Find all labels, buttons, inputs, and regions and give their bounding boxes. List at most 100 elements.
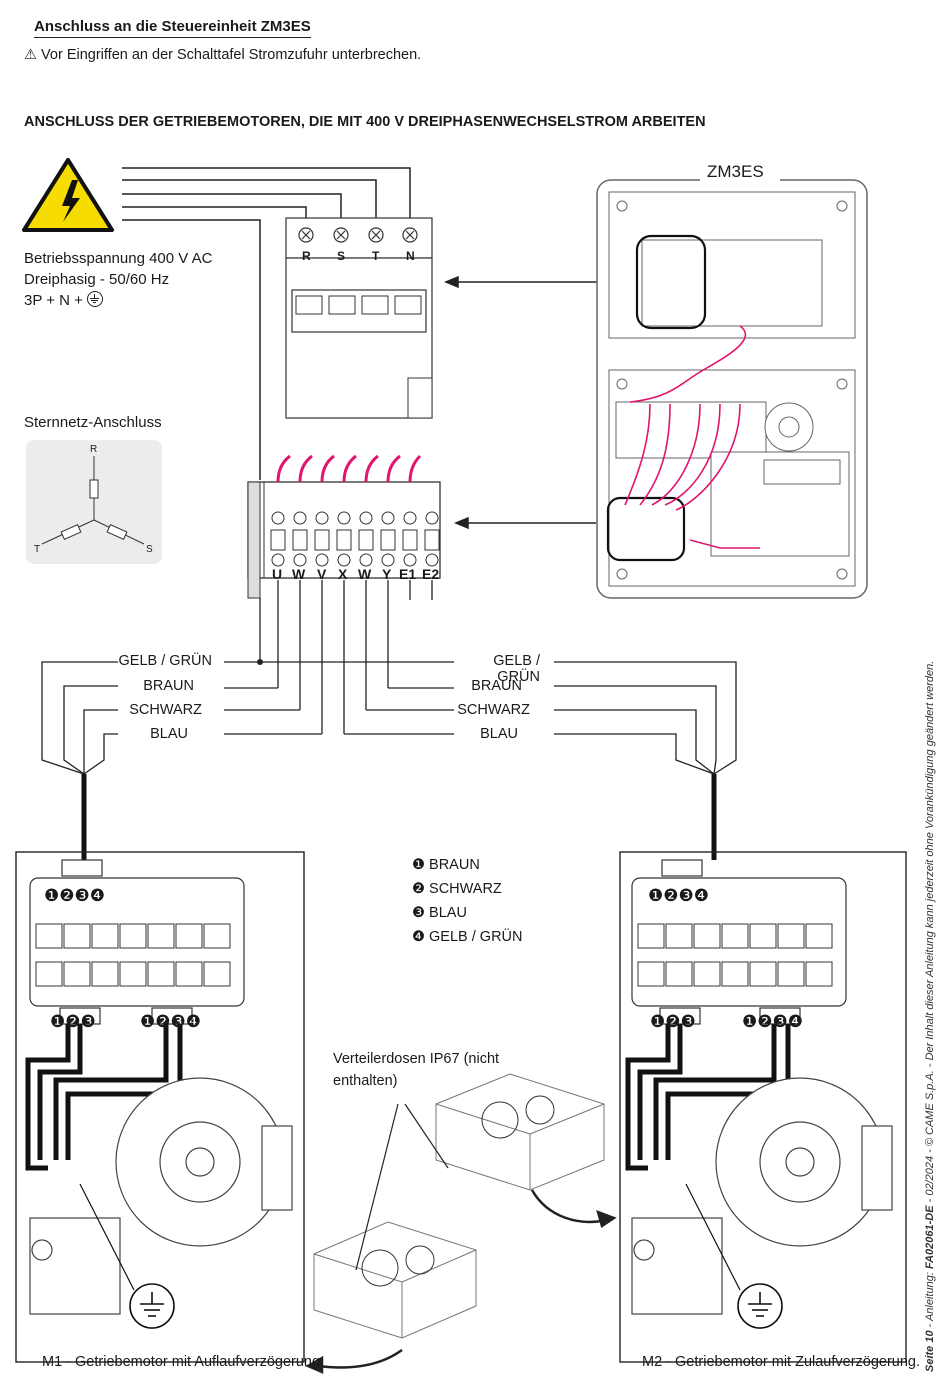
star-phase-t: T <box>34 544 41 555</box>
footer-text: - Anleitung: <box>924 1269 936 1331</box>
legend-item: ❹ GELB / GRÜN <box>412 925 523 949</box>
legend-item: ❶ BRAUN <box>412 853 523 877</box>
m2-num-3: ❸ <box>678 886 694 905</box>
caption-m2: M2 - Getriebemotor mit Zulaufverzögerung… <box>642 1354 921 1370</box>
motor-m2-terminal-row <box>637 923 833 987</box>
m2-out-b2: ❷ <box>757 1012 773 1031</box>
mains-breaker <box>285 217 433 419</box>
motor-m2-body <box>631 1077 893 1315</box>
footer-page: Seite 10 <box>924 1330 936 1372</box>
page-footer: Seite 10 - Anleitung: FA02061-DE - 02/20… <box>924 661 936 1372</box>
motor-terminal-screws <box>270 511 440 567</box>
m1-num-3: ❸ <box>74 886 90 905</box>
right-wire-label-yellow-green: GELB / GRÜN <box>493 653 540 685</box>
feed-cables <box>81 774 717 860</box>
legend-label: SCHWARZ <box>429 881 502 897</box>
right-wire-label-brown: BRAUN <box>471 678 522 694</box>
motor-m1-output-numbers-b: ❶❷❸❹ <box>140 1012 201 1032</box>
terminal-label-x: X <box>338 566 348 582</box>
motor-m1-body <box>29 1077 293 1315</box>
supply-conductors: 3P + N + <box>24 290 212 311</box>
terminal-label-e1: E1 <box>399 566 417 582</box>
junction-box-pointers <box>355 1103 449 1271</box>
m1-num-4: ❹ <box>89 886 105 905</box>
legend-number: ❹ <box>412 929 425 945</box>
legend-number: ❶ <box>412 857 425 873</box>
right-wire-bundle <box>260 661 737 775</box>
mains-label-n: N <box>406 249 415 263</box>
m1-out-1: ❶ <box>50 1012 66 1031</box>
supply-lines <box>122 167 411 480</box>
control-unit-enclosure <box>596 166 868 599</box>
m2-num-1: ❶ <box>648 886 664 905</box>
caption-m1: M1 - Getriebemotor mit Auflaufverzögerun… <box>42 1354 325 1370</box>
m1-num-1: ❶ <box>44 886 60 905</box>
junction-box-note: Verteilerdosen IP67 (nicht enthalten) <box>333 1048 499 1092</box>
m1-out-b1: ❶ <box>140 1012 156 1031</box>
warning-icon: ⚠ <box>24 47 37 63</box>
motor-m2-output-numbers-a: ❶❷❸ <box>650 1012 696 1032</box>
m2-out-b1: ❶ <box>742 1012 758 1031</box>
left-wire-label-black: SCHWARZ <box>129 702 202 718</box>
m1-out-3: ❸ <box>80 1012 96 1031</box>
motor-m1-input-numbers: ❶❷❸❹ <box>44 886 105 906</box>
star-network-diagram <box>26 440 162 564</box>
right-wire-label-black: SCHWARZ <box>457 702 530 718</box>
junction-box-illustration-1 <box>435 1073 605 1191</box>
supply-voltage: Betriebsspannung 400 V AC <box>24 250 213 267</box>
high-voltage-icon <box>22 158 114 232</box>
motor-m1-output-numbers-a: ❶❷❸ <box>50 1012 96 1032</box>
junction-box-note-line1: Verteilerdosen IP67 (nicht <box>333 1051 500 1067</box>
legend-label: BRAUN <box>429 857 480 873</box>
legend-item: ❸ BLAU <box>412 901 523 925</box>
junction-box-illustration-2 <box>313 1221 477 1339</box>
m2-out-b4: ❹ <box>787 1012 803 1031</box>
warning-text: Vor Eingriffen an der Schalttafel Stromz… <box>41 47 422 63</box>
m1-out-2: ❷ <box>65 1012 81 1031</box>
junction-box-note-line2: enthalten) <box>333 1073 398 1089</box>
motor-terminal-pink-wires <box>276 454 422 483</box>
motor-m1-cables <box>25 1024 183 1171</box>
motor-m2-earth-symbol <box>685 1183 783 1329</box>
motor-m1-frame <box>15 851 305 1363</box>
control-unit-title: ZM3ES <box>707 162 764 181</box>
m1-out-b2: ❷ <box>155 1012 171 1031</box>
legend-label: GELB / GRÜN <box>429 929 523 945</box>
reference-arrows <box>444 275 600 530</box>
motor-m2-output-numbers-b: ❶❷❸❹ <box>742 1012 803 1032</box>
terminal-label-w2: W <box>358 566 372 582</box>
curved-arrows <box>305 1189 617 1374</box>
ground-icon <box>87 291 104 307</box>
control-unit-internal-wiring <box>624 325 760 549</box>
legend-item: ❷ SCHWARZ <box>412 877 523 901</box>
m2-num-4: ❹ <box>693 886 709 905</box>
warning-note: ⚠ Vor Eingriffen an der Schalttafel Stro… <box>24 47 421 63</box>
supply-spec: Betriebsspannung 400 V AC Dreiphasig - 5… <box>24 248 212 311</box>
terminal-label-y: Y <box>382 566 392 582</box>
section-heading: Anschluss an die Steuereinheit ZM3ES <box>34 18 311 38</box>
motor-m1-terminal-row <box>35 923 231 987</box>
m2-num-2: ❷ <box>663 886 679 905</box>
footer-rest: - 02/2024 - © CAME S.p.A. - Der Inhalt d… <box>924 660 936 1206</box>
m2-out-3: ❸ <box>680 1012 696 1031</box>
left-wire-label-brown: BRAUN <box>143 678 194 694</box>
legend-label: BLAU <box>429 905 467 921</box>
mains-label-t: T <box>372 249 380 263</box>
right-wire-label-blue: BLAU <box>480 726 518 742</box>
footer-doc: FA02061-DE <box>924 1205 936 1270</box>
wire-color-legend: ❶ BRAUN ❷ SCHWARZ ❸ BLAU ❹ GELB / GRÜN <box>412 853 523 949</box>
mains-screw-terminals <box>298 227 418 243</box>
ground-junction <box>257 659 263 665</box>
legend-number: ❷ <box>412 881 425 897</box>
m2-out-1: ❶ <box>650 1012 666 1031</box>
terminal-label-w1: W <box>292 566 306 582</box>
m2-out-2: ❷ <box>665 1012 681 1031</box>
terminal-drops <box>277 580 433 734</box>
supply-phase: Dreiphasig - 50/60 Hz <box>24 271 170 288</box>
motor-m2-cables <box>625 1024 791 1171</box>
legend-number: ❸ <box>412 905 425 921</box>
diagram-title: ANSCHLUSS DER GETRIEBEMOTOREN, DIE MIT 4… <box>24 114 706 130</box>
motor-m2-frame <box>619 851 907 1363</box>
mains-label-s: S <box>337 249 346 263</box>
